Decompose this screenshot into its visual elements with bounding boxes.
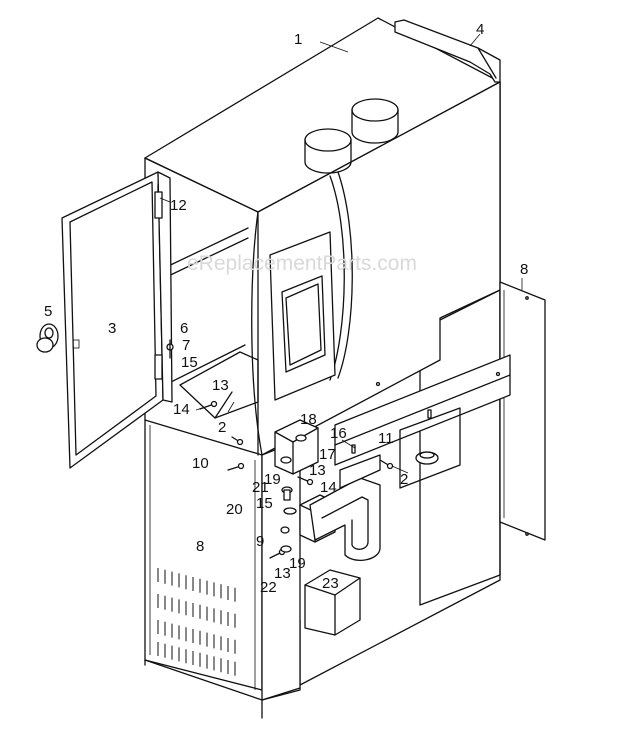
callout-6: 6 (180, 320, 188, 337)
callout-3: 3 (108, 320, 116, 337)
callout-11: 11 (378, 430, 394, 447)
door-hinge-lower (154, 354, 163, 380)
callout-19a: 19 (264, 471, 281, 488)
callout-5: 5 (44, 303, 52, 320)
callout-4: 4 (476, 21, 484, 38)
hinge-mounting-bracket (334, 354, 511, 466)
callout-12: 12 (170, 197, 187, 214)
vent-collar-left (304, 128, 352, 174)
callout-21: 21 (252, 479, 269, 496)
door-latch (36, 323, 59, 353)
callout-2b: 2 (400, 471, 408, 488)
callout-10: 10 (192, 455, 209, 472)
front-door (61, 171, 173, 469)
lower-cabinet (144, 419, 301, 719)
callout-8b: 8 (196, 538, 204, 555)
callout-7: 7 (182, 337, 190, 354)
side-jacket-panel (499, 281, 546, 541)
callout-14a: 14 (173, 401, 190, 418)
callout-15a: 15 (181, 354, 198, 371)
callout-15b: 15 (256, 495, 273, 512)
vent-collar-right (351, 98, 399, 144)
callout-13b: 13 (309, 462, 326, 479)
top-flange-bracket (394, 19, 501, 83)
hinge-pin-washers (280, 434, 307, 553)
callout-14b: 14 (320, 479, 337, 496)
callout-22: 22 (260, 579, 277, 596)
callout-23: 23 (322, 575, 339, 592)
callout-20: 20 (226, 501, 243, 518)
watermark-text: eReplacementParts.com (187, 252, 417, 275)
callout-19b: 19 (289, 555, 306, 572)
lower-louvers (157, 568, 236, 676)
callout-1: 1 (294, 31, 302, 48)
sight-window (269, 231, 336, 401)
callout-16: 16 (330, 425, 347, 442)
leader-lines (159, 33, 523, 474)
callout-17: 17 (319, 446, 336, 463)
hook-arm-bracket (309, 477, 381, 561)
callout-13a: 13 (212, 377, 229, 394)
callout-9: 9 (256, 533, 264, 550)
callout-18: 18 (300, 411, 317, 428)
cabinet-interior (144, 157, 259, 456)
callout-8a: 8 (520, 261, 528, 278)
angle-piece (339, 454, 381, 489)
junction-box (304, 569, 361, 636)
callout-2a: 2 (218, 419, 226, 436)
callout-13c: 13 (274, 565, 291, 582)
burner-base-tray (399, 407, 461, 489)
door-hinge-upper (154, 184, 163, 219)
callout-labels: 1 4 12 3 5 6 7 15 13 14 2 10 8 11 18 16 … (44, 21, 528, 596)
